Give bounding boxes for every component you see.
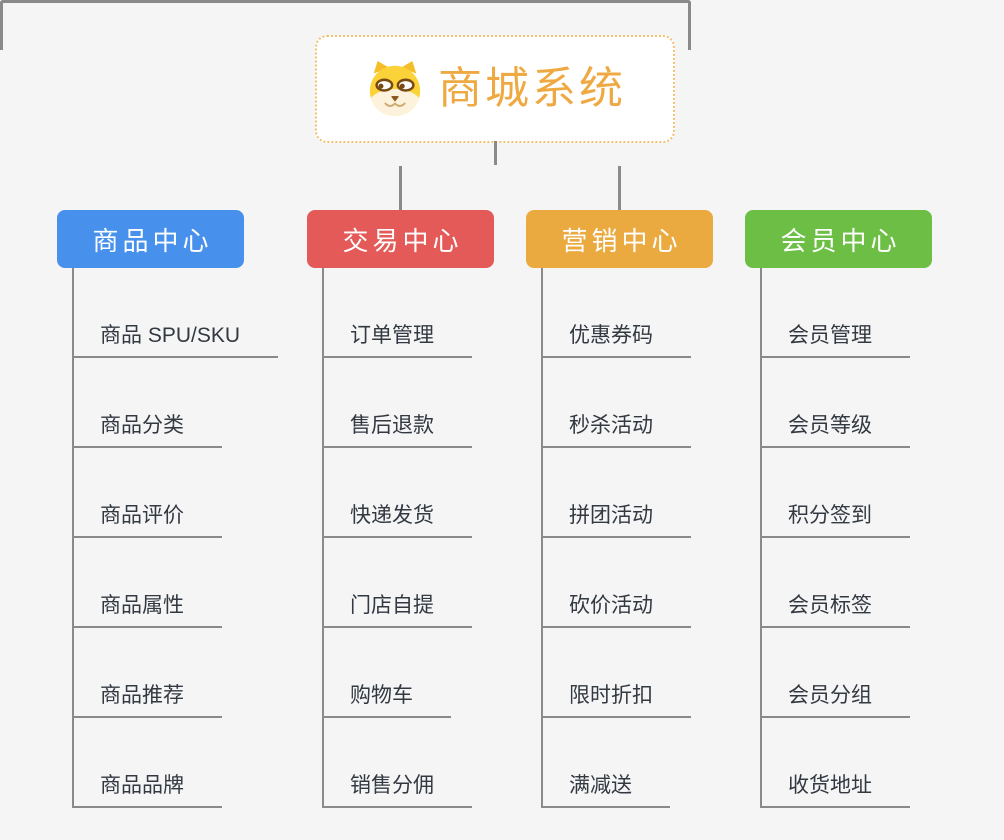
root-node[interactable]: 商城系统: [315, 35, 675, 143]
leaf-node[interactable]: 商品推荐: [74, 628, 278, 718]
branch-column-product: 商品中心 商品 SPU/SKU 商品分类 商品评价 商品属性 商品推荐 商品品牌: [57, 210, 297, 808]
branch-product-center[interactable]: 商品中心: [57, 210, 244, 268]
leaf-label: 商品属性: [74, 593, 222, 628]
leaf-node[interactable]: 门店自提: [324, 538, 484, 628]
leaf-label: 购物车: [324, 683, 451, 718]
leaf-node[interactable]: 订单管理: [324, 268, 484, 358]
leaf-label: 积分签到: [762, 503, 910, 538]
branch-column-marketing: 营销中心 优惠券码 秒杀活动 拼团活动 砍价活动 限时折扣 满减送: [526, 210, 766, 808]
leaf-label: 拼团活动: [543, 503, 691, 538]
leaf-node[interactable]: 会员分组: [762, 628, 922, 718]
connector-drop-trade: [399, 166, 402, 210]
leaf-node[interactable]: 商品分类: [74, 358, 278, 448]
connector-root-stub: [494, 141, 497, 165]
leaf-node[interactable]: 收货地址: [762, 718, 922, 808]
leaf-node[interactable]: 商品属性: [74, 538, 278, 628]
leaf-label: 满减送: [543, 773, 670, 808]
leaf-label: 订单管理: [324, 323, 472, 358]
leaf-label: 商品分类: [74, 413, 222, 448]
leaf-node[interactable]: 会员等级: [762, 358, 922, 448]
connector-bus: [0, 0, 691, 50]
leaf-label: 门店自提: [324, 593, 472, 628]
leaf-label: 会员管理: [762, 323, 910, 358]
leaf-node[interactable]: 秒杀活动: [543, 358, 703, 448]
branch-trade-center[interactable]: 交易中心: [307, 210, 494, 268]
leaf-node[interactable]: 销售分佣: [324, 718, 484, 808]
leaf-label: 优惠券码: [543, 323, 691, 358]
leaf-node[interactable]: 砍价活动: [543, 538, 703, 628]
branch-column-member: 会员中心 会员管理 会员等级 积分签到 会员标签 会员分组 收货地址: [745, 210, 985, 808]
leaf-node[interactable]: 会员标签: [762, 538, 922, 628]
leaf-label: 会员等级: [762, 413, 910, 448]
leaf-label: 销售分佣: [324, 773, 472, 808]
leaf-node[interactable]: 优惠券码: [543, 268, 703, 358]
branch-children-trade: 订单管理 售后退款 快递发货 门店自提 购物车 销售分佣: [322, 268, 484, 808]
leaf-node[interactable]: 快递发货: [324, 448, 484, 538]
branch-marketing-center[interactable]: 营销中心: [526, 210, 713, 268]
branch-children-marketing: 优惠券码 秒杀活动 拼团活动 砍价活动 限时折扣 满减送: [541, 268, 703, 808]
leaf-label: 会员分组: [762, 683, 910, 718]
branch-children-product: 商品 SPU/SKU 商品分类 商品评价 商品属性 商品推荐 商品品牌: [72, 268, 279, 808]
branch-column-trade: 交易中心 订单管理 售后退款 快递发货 门店自提 购物车 销售分佣: [307, 210, 547, 808]
leaf-label: 商品 SPU/SKU: [74, 323, 279, 358]
leaf-node[interactable]: 购物车: [324, 628, 484, 718]
leaf-node[interactable]: 商品品牌: [74, 718, 278, 808]
leaf-label: 砍价活动: [543, 593, 691, 628]
leaf-label: 商品品牌: [74, 773, 222, 808]
leaf-label: 会员标签: [762, 593, 910, 628]
leaf-label: 秒杀活动: [543, 413, 691, 448]
leaf-node[interactable]: 商品评价: [74, 448, 278, 538]
leaf-label: 商品评价: [74, 503, 222, 538]
leaf-node[interactable]: 拼团活动: [543, 448, 703, 538]
branch-children-member: 会员管理 会员等级 积分签到 会员标签 会员分组 收货地址: [760, 268, 922, 808]
leaf-node[interactable]: 限时折扣: [543, 628, 703, 718]
leaf-node[interactable]: 满减送: [543, 718, 703, 808]
leaf-label: 限时折扣: [543, 683, 691, 718]
leaf-label: 收货地址: [762, 773, 910, 808]
root-title: 商城系统: [438, 64, 626, 113]
leaf-node[interactable]: 商品 SPU/SKU: [74, 268, 279, 358]
connector-drop-marketing: [618, 166, 621, 210]
leaf-label: 售后退款: [324, 413, 472, 448]
leaf-node[interactable]: 会员管理: [762, 268, 922, 358]
leaf-label: 快递发货: [324, 503, 472, 538]
leaf-node[interactable]: 积分签到: [762, 448, 922, 538]
shiba-dog-icon: [369, 60, 421, 117]
leaf-node[interactable]: 售后退款: [324, 358, 484, 448]
branch-member-center[interactable]: 会员中心: [745, 210, 932, 268]
leaf-label: 商品推荐: [74, 683, 222, 718]
